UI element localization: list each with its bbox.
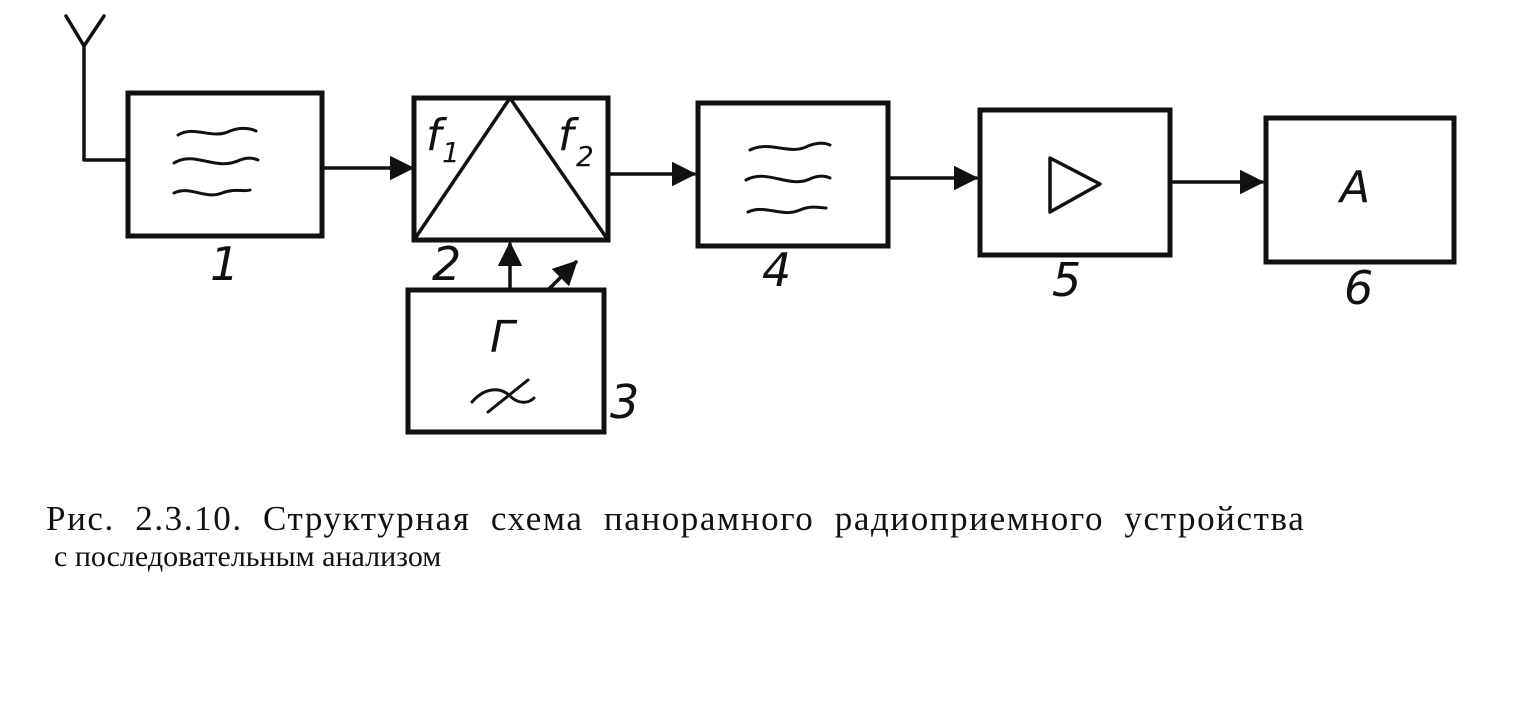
- caption-line-1: Рис. 2.3.10. Структурная схема панорамно…: [46, 499, 1306, 538]
- filter-icon: [744, 141, 832, 215]
- input-filter-block: 1: [125, 90, 325, 291]
- analyzer-label: A: [1337, 162, 1370, 213]
- tunable-sine-icon: [470, 378, 536, 414]
- amplifier-block: 5: [977, 107, 1173, 307]
- mixer-triangle-icon: [412, 96, 610, 242]
- mixer-output-frequency-subscript: 2: [576, 140, 594, 173]
- block-number-4: 4: [762, 243, 791, 297]
- block-number-3: 3: [610, 375, 639, 429]
- block-number-2: 2: [432, 237, 461, 291]
- local-oscillator-block: Г 3: [405, 287, 639, 435]
- if-filter-block: 4: [695, 100, 891, 297]
- block-number-5: 5: [1052, 253, 1081, 307]
- oscillator-label: Г: [490, 312, 518, 363]
- caption-line-2: с последовательным анализом: [54, 540, 442, 573]
- tuning-arrow-icon: [546, 260, 578, 292]
- figure-caption: Рис. 2.3.10. Структурная схема панорамно…: [46, 500, 1466, 576]
- mixer-input-frequency-subscript: 1: [442, 136, 460, 169]
- block-number-1: 1: [210, 237, 239, 291]
- filter-icon: [172, 126, 260, 197]
- amplifier-triangle-icon: [1048, 156, 1102, 214]
- block-number-6: 6: [1344, 261, 1373, 315]
- analyzer-block: A 6: [1263, 115, 1457, 315]
- antenna-icon: [64, 14, 130, 162]
